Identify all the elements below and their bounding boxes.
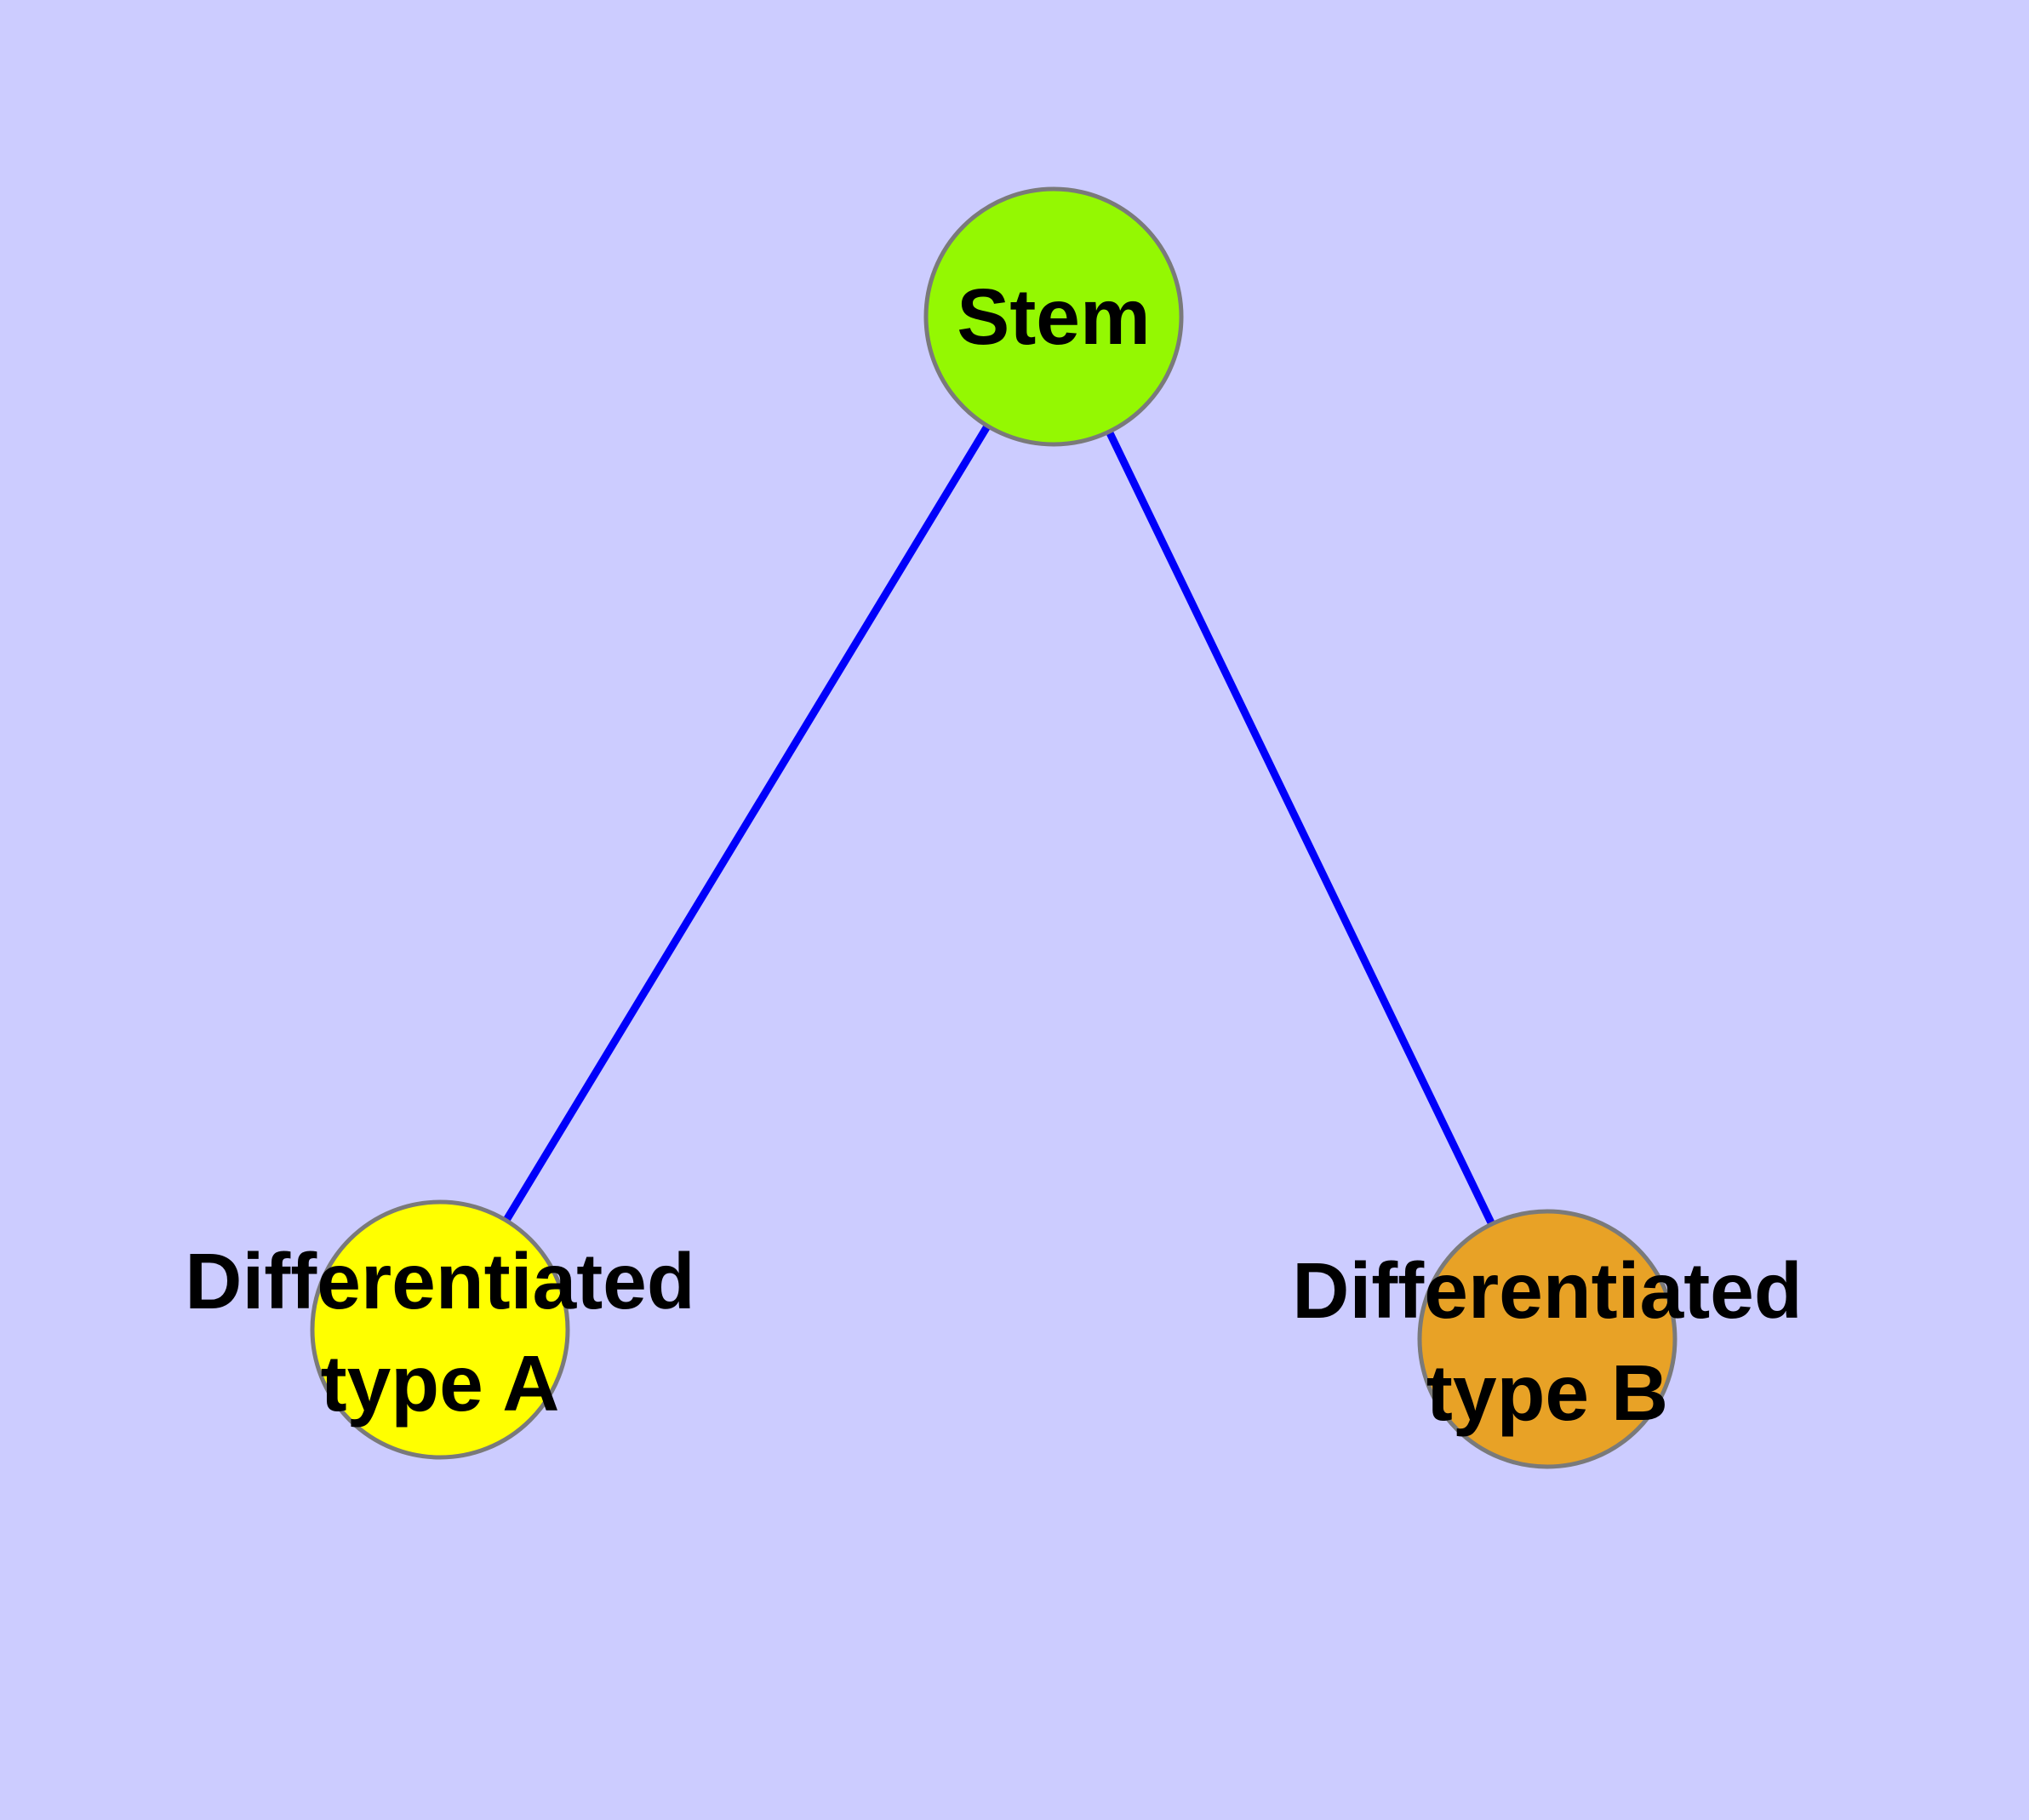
edge-stem-to-type-b xyxy=(1049,315,1552,1341)
node-type-b-label: Differentiated type B xyxy=(1292,1239,1802,1444)
node-type-a-label: Differentiated type A xyxy=(185,1230,694,1434)
node-type-a-circle xyxy=(310,1199,570,1460)
node-type-b-label-line1: Differentiated xyxy=(1292,1246,1803,1335)
node-stem-label: Stem xyxy=(957,272,1151,361)
node-type-a-label-line2: type A xyxy=(320,1339,560,1428)
edge-stem-to-type-a xyxy=(437,314,1057,1332)
node-type-b-label-line2: type B xyxy=(1426,1348,1669,1437)
node-type-a-label-line1: Differentiated xyxy=(185,1237,695,1325)
node-type-b-circle xyxy=(1417,1209,1677,1469)
node-stem-circle xyxy=(923,186,1184,447)
